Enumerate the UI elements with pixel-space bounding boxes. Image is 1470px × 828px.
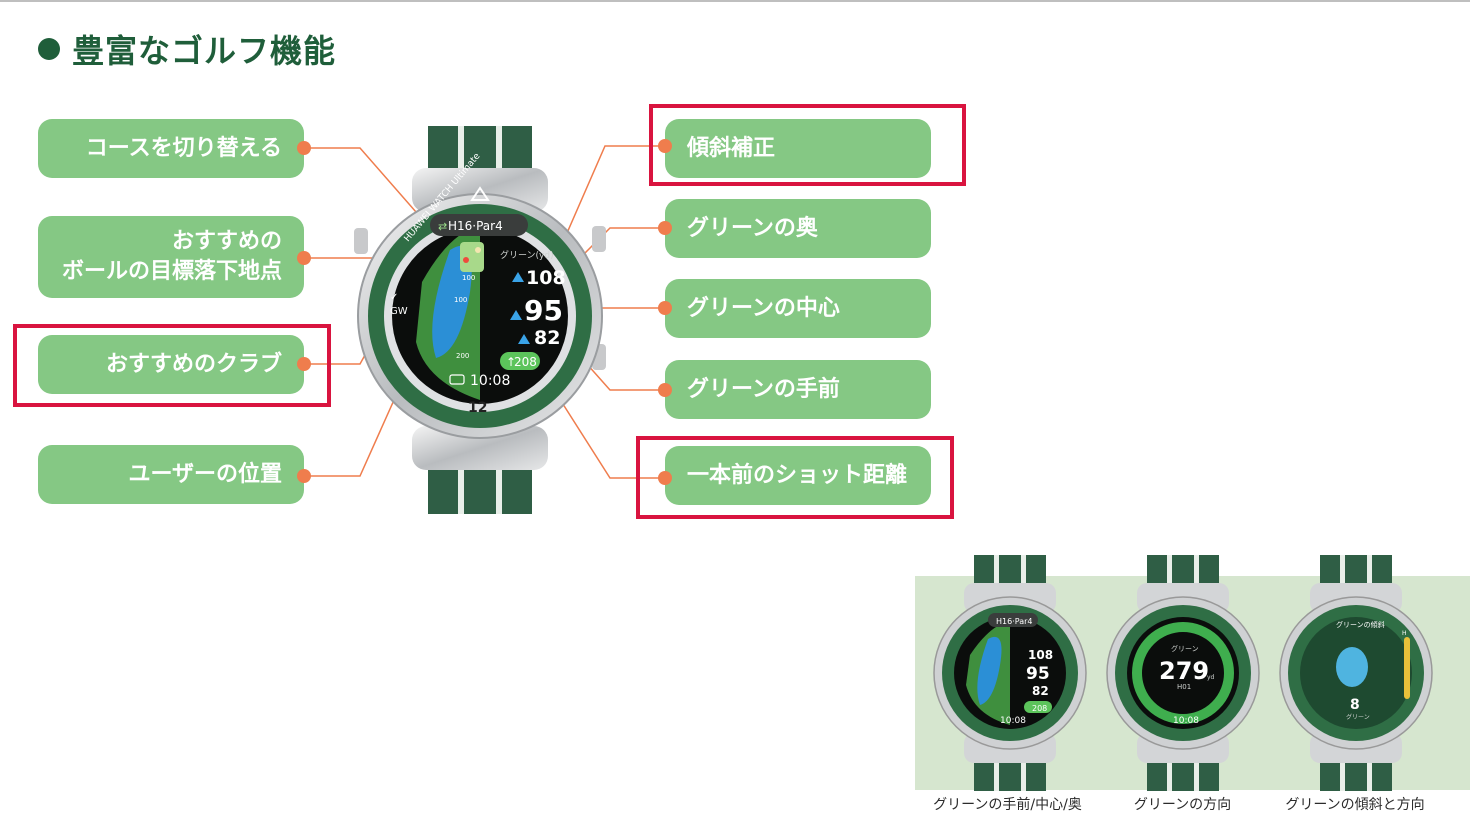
svg-text:10:08: 10:08: [1173, 716, 1199, 726]
label-slope-correction: 傾斜補正: [665, 119, 931, 178]
svg-text:279: 279: [1159, 657, 1209, 685]
right-pusher-top-icon: [592, 226, 606, 252]
bezel-triangle-icon: [470, 186, 490, 201]
label-slope-correction-text: 傾斜補正: [687, 135, 776, 161]
svg-text:82: 82: [1032, 684, 1049, 698]
svg-text:↑: ↑: [506, 355, 516, 369]
page-title: 豊富なゴルフ機能: [38, 26, 336, 72]
svg-text:H: H: [1402, 630, 1407, 637]
label-target-landing: おすすめの ボールの目標落下地点: [38, 216, 304, 298]
svg-text:グリーン: グリーン: [1171, 644, 1199, 653]
gallery-watch-slope: グリーンの傾斜 H 8 グリーン: [1279, 555, 1433, 791]
last-shot-value: 208: [514, 355, 537, 369]
caption-green-direction: グリーンの方向: [1133, 797, 1232, 813]
page-title-text: 豊富なゴルフ機能: [72, 32, 337, 70]
svg-text:95: 95: [1026, 664, 1050, 684]
dot-switch-course: [297, 141, 311, 155]
bezel-number: 12: [468, 400, 487, 416]
dot-green-center: [658, 301, 672, 315]
label-green-front: グリーンの手前: [665, 360, 931, 419]
green-center-value: 95: [524, 294, 563, 327]
leader-course: [305, 147, 431, 229]
green-unit-text: グリーン(yd): [500, 249, 554, 261]
green-back-value: 108: [526, 267, 566, 289]
dot-recommended-club: [297, 357, 311, 371]
label-green-back: グリーンの奥: [665, 199, 931, 258]
label-recommended-club: おすすめのクラブ: [38, 335, 304, 394]
distance-mark-2: 100: [454, 296, 467, 304]
title-bullet: [38, 38, 60, 60]
highlight-recommended-club: [13, 324, 331, 407]
svg-text:108: 108: [1028, 648, 1053, 662]
label-user-position: ユーザーの位置: [38, 445, 304, 504]
label-recommended-club-text: おすすめのクラブ: [105, 351, 282, 377]
label-switch-course-text: コースを切り替える: [85, 135, 282, 161]
caption-green-slope: グリーンの傾斜と方向: [1285, 797, 1425, 813]
gallery-watch-direction: グリーン 279 yd H01 10:08: [1106, 555, 1260, 791]
club-text: GW: [390, 306, 408, 317]
distance-mark-1: 200: [456, 352, 469, 360]
svg-text:8: 8: [1350, 697, 1360, 713]
svg-text:H16·Par4: H16·Par4: [996, 617, 1032, 626]
dot-slope-correction: [658, 139, 672, 153]
green-front-value: 82: [534, 327, 560, 349]
main-watch: HUAWEI WATCH Ultimate H16·Par4 ⇄ グリーン(yd…: [354, 126, 606, 514]
dot-green-front: [658, 383, 672, 397]
highlight-slope-correction: [649, 104, 966, 186]
dot-target-landing: [297, 251, 311, 265]
svg-text:✓: ✓: [390, 292, 398, 303]
svg-text:H01: H01: [1177, 683, 1191, 691]
label-target-landing-text: おすすめの ボールの目標落下地点: [61, 229, 282, 284]
svg-text:グリーンの傾斜: グリーンの傾斜: [1336, 620, 1385, 629]
gallery-watch-map: H16·Par4 108 95 82 208 10:08: [933, 555, 1087, 791]
label-last-shot-distance: 一本前のショット距離: [665, 446, 931, 505]
caption-front-center-back: グリーンの手前/中心/奥: [933, 797, 1082, 813]
label-green-center: グリーンの中心: [665, 279, 931, 338]
time-text: 10:08: [470, 373, 510, 389]
svg-text:yd: yd: [1207, 674, 1215, 681]
svg-text:208: 208: [1032, 704, 1047, 713]
label-green-center-text: グリーンの中心: [687, 295, 840, 321]
highlight-last-shot: [636, 436, 954, 519]
distance-mark-3: 100: [462, 274, 475, 282]
top-divider: [0, 0, 1470, 2]
label-green-back-text: グリーンの奥: [687, 215, 818, 241]
svg-text:グリーン: グリーン: [1346, 713, 1370, 721]
dot-user-position: [297, 469, 311, 483]
hole-text: H16·Par4: [448, 219, 503, 233]
label-last-shot-distance-text: 一本前のショット距離: [687, 462, 908, 488]
label-user-position-text: ユーザーの位置: [128, 461, 282, 487]
left-pusher-icon: [354, 228, 368, 254]
svg-text:10:08: 10:08: [1000, 716, 1026, 726]
label-green-front-text: グリーンの手前: [687, 376, 840, 402]
dot-green-back: [658, 221, 672, 235]
dot-last-shot: [658, 471, 672, 485]
label-switch-course: コースを切り替える: [38, 119, 304, 178]
svg-text:⇄: ⇄: [438, 220, 447, 233]
